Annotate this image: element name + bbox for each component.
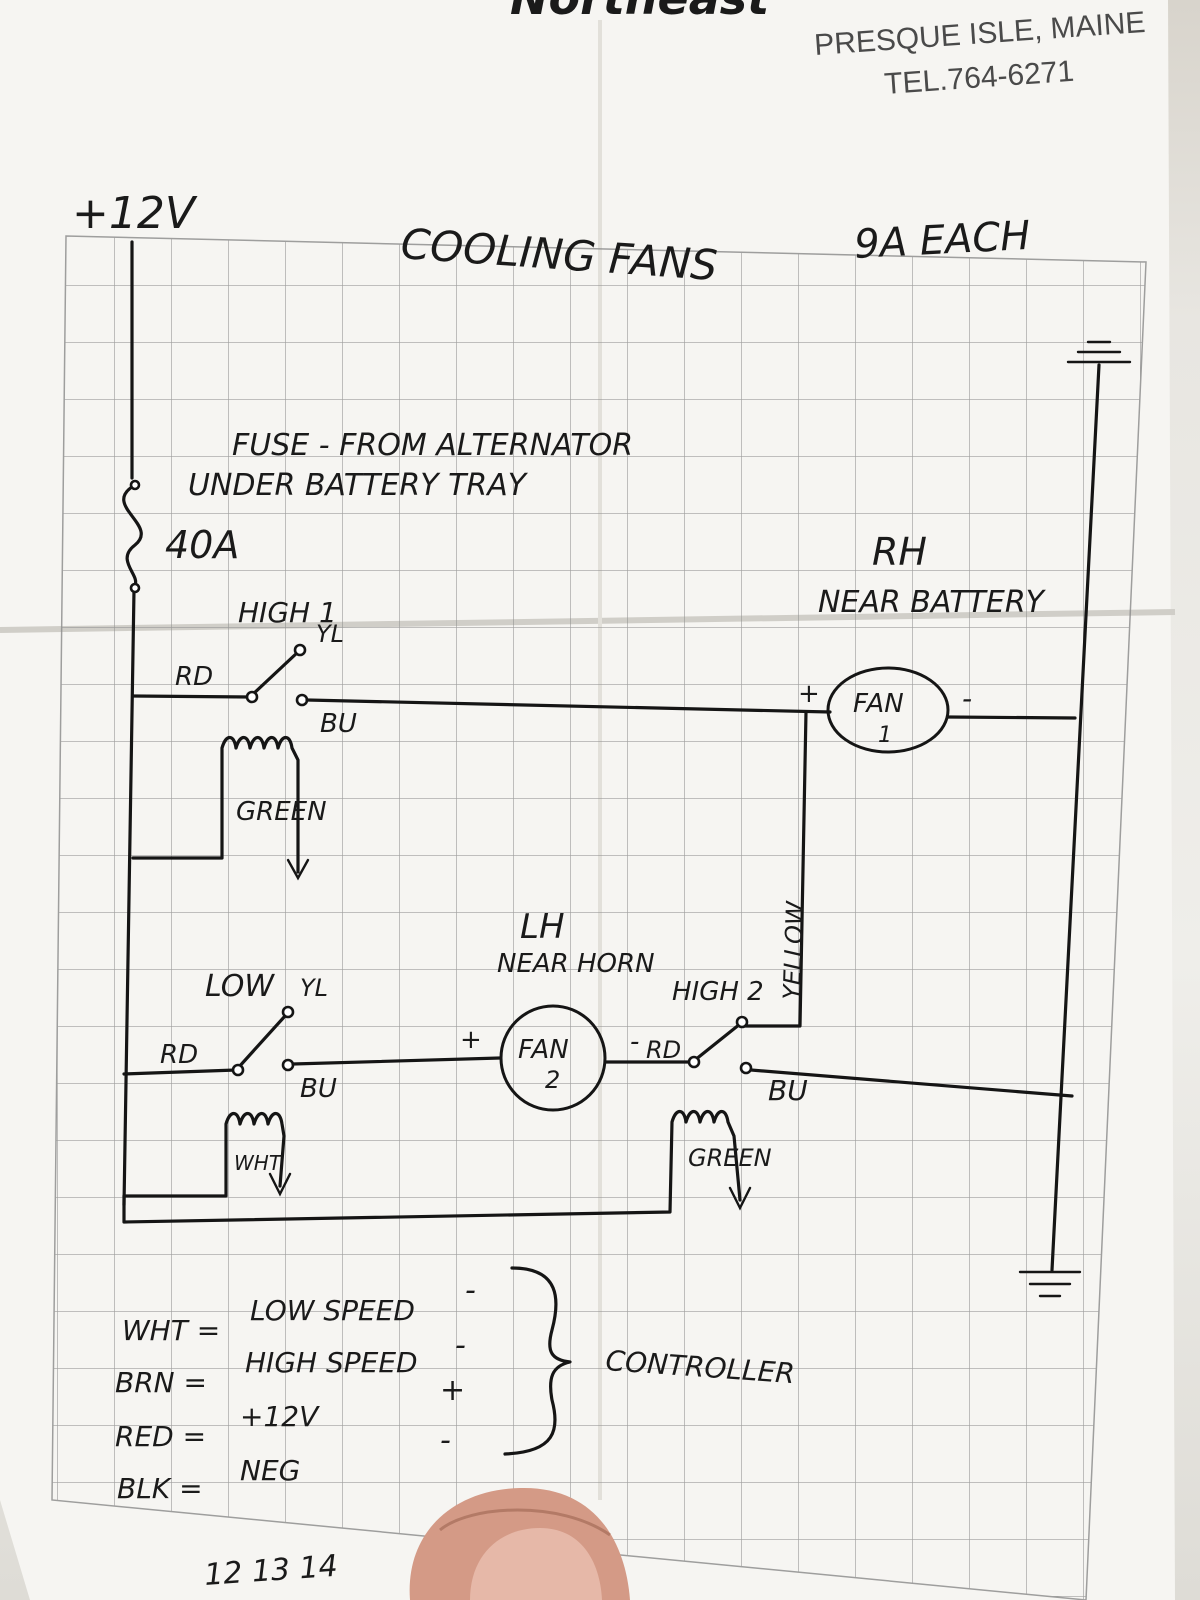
- relay-high2-bu: BU: [768, 1074, 808, 1107]
- brand-logo: Northeast: [510, 0, 771, 25]
- relay-high2-ground-wire: [749, 1068, 1074, 1098]
- relay-high1-contact-arm: [250, 650, 300, 697]
- fan2-motor: [499, 1004, 607, 1112]
- relay-low-bu-terminal: [281, 1058, 295, 1072]
- fan2-number: 2: [545, 1066, 560, 1094]
- fuse-note-line1: FUSE - FROM ALTERNATOR: [232, 428, 633, 463]
- legend-code-wht: WHT =: [122, 1314, 220, 1347]
- legend-sign-blk: -: [440, 1423, 451, 1458]
- relay-low-common-terminal: [231, 1063, 245, 1077]
- positive-bus-wire-lower: [122, 588, 136, 1207]
- fuse-terminal-bottom: [129, 582, 141, 594]
- fan1-motor: [826, 666, 950, 754]
- relay-low-yl-terminal: [281, 1005, 295, 1019]
- legend-code-blk: BLK =: [117, 1472, 203, 1505]
- relay-high1-bu: BU: [320, 709, 357, 739]
- supply-label: +12V: [72, 188, 198, 239]
- relay-low-yl: YL: [300, 974, 328, 1002]
- yellow-wire: [740, 710, 808, 1028]
- relay-high1-yl: YL: [316, 620, 344, 648]
- relay-low-rd: RD: [160, 1040, 198, 1070]
- legend-code-red: RED =: [115, 1420, 206, 1453]
- fan1-ground-wire: [946, 715, 1077, 720]
- fan1-label: FAN: [853, 689, 904, 719]
- fan1-feed-wire: [305, 698, 832, 714]
- relay-high2-label: HIGH 2: [672, 977, 764, 1007]
- legend-code-brn: BRN =: [115, 1366, 207, 1399]
- relay-low-input-wire: [122, 1068, 238, 1076]
- legend-sign-red: +: [440, 1373, 465, 1408]
- relay-high2-rd: RD: [646, 1036, 681, 1064]
- rh-subtitle: NEAR BATTERY: [818, 585, 1047, 620]
- relay-low-contact-arm: [236, 1014, 287, 1070]
- relay-high2-common-terminal: [687, 1055, 701, 1069]
- fuse-rating: 40A: [165, 523, 239, 567]
- rh-title: RH: [872, 530, 927, 574]
- relay-low-label: LOW: [205, 969, 275, 1004]
- fan-rating: 9A EACH: [853, 213, 1031, 268]
- thumb: [409, 1487, 630, 1600]
- fuse-note-line2: UNDER BATTERY TRAY: [188, 468, 529, 503]
- relay-high2-coil-label: GREEN: [688, 1144, 772, 1172]
- fan1-number: 1: [878, 723, 892, 748]
- ground-bus-wire: [1050, 363, 1101, 1272]
- relay-low-bu: BU: [300, 1074, 337, 1104]
- relay-high1-yl-terminal: [293, 643, 307, 657]
- graph-grid: [51, 235, 1147, 1600]
- lh-subtitle: NEAR HORN: [497, 949, 655, 979]
- legend: WHT = LOW SPEED - BRN = HIGH SPEED - RED…: [115, 1266, 796, 1505]
- relay-high1-label: HIGH 1: [238, 596, 337, 629]
- relay-low-coil: [122, 1111, 286, 1198]
- yellow-wire-label: YELLOW: [778, 900, 809, 1001]
- relay-high1-rd: RD: [175, 662, 213, 692]
- relay-high1-coil-ground-arrow: [286, 858, 310, 881]
- relay-high1-common-terminal: [245, 690, 259, 704]
- relay-high2-bu-terminal: [739, 1061, 753, 1075]
- relay-high1-coil: [131, 735, 300, 874]
- relay-low-coil-label: WHT: [234, 1151, 283, 1175]
- legend-meaning-red: +12V: [240, 1400, 320, 1433]
- relay-low-coil-ground-arrow: [268, 1172, 292, 1197]
- fan2-label: FAN: [518, 1035, 569, 1065]
- fan2-feed-wire: [291, 1056, 502, 1066]
- legend-meaning-blk: NEG: [240, 1454, 300, 1487]
- fan2-plus: +: [460, 1025, 482, 1055]
- fan2-minus: -: [630, 1027, 639, 1057]
- ground-symbol-top: [1066, 340, 1132, 364]
- relay-high2-contact-arm: [693, 1022, 742, 1062]
- lh-title: LH: [520, 907, 565, 947]
- legend-meaning-brn: HIGH SPEED: [245, 1346, 418, 1379]
- relay-high2-coil-ground-arrow: [728, 1186, 752, 1211]
- relay-high2-yellow-terminal: [735, 1015, 749, 1029]
- legend-sign-wht: -: [465, 1273, 476, 1308]
- relay-high1-coil-label: GREEN: [236, 797, 327, 827]
- fuse-terminal-top: [129, 479, 141, 491]
- relay-high1-input-wire: [131, 694, 252, 699]
- legend-meaning-wht: LOW SPEED: [250, 1294, 415, 1327]
- fan1-minus: -: [962, 682, 972, 715]
- fuse-symbol: [122, 483, 143, 587]
- relay-high2-coil: [122, 1109, 742, 1224]
- legend-sign-brn: -: [455, 1328, 466, 1363]
- legend-brace: [503, 1266, 572, 1456]
- ground-symbol-bottom: [1018, 1270, 1082, 1298]
- fan1-plus: +: [798, 679, 820, 709]
